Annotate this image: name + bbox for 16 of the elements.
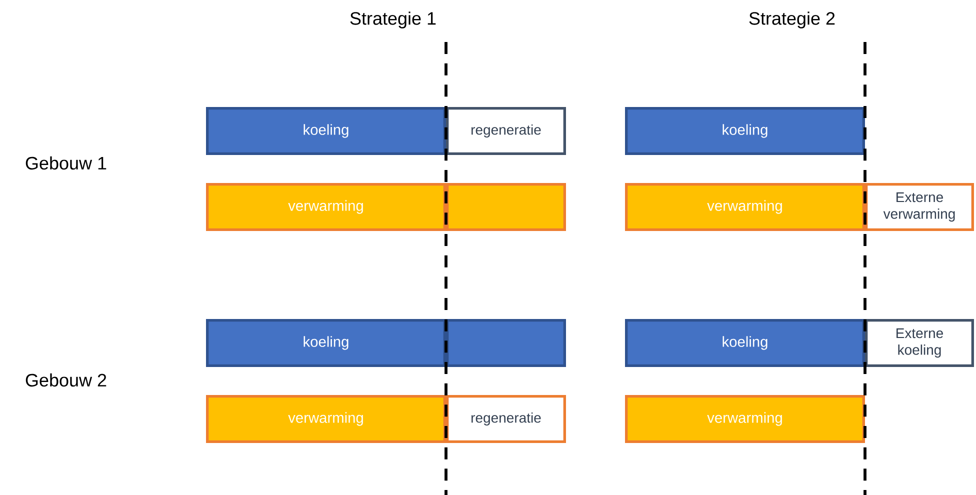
label-box: regeneratie bbox=[446, 107, 566, 155]
label-box: regeneratie bbox=[446, 395, 566, 443]
bar-segment bbox=[446, 319, 566, 367]
bar-segment: koeling bbox=[625, 319, 865, 367]
column-heading: Strategie 2 bbox=[749, 12, 835, 28]
bar-segment: verwarming bbox=[206, 395, 446, 443]
bar-segment: koeling bbox=[206, 107, 446, 155]
bar-segment: verwarming bbox=[625, 183, 865, 231]
column-heading: Strategie 1 bbox=[350, 12, 436, 28]
bar-segment: koeling bbox=[625, 107, 865, 155]
label-box: Externe koeling bbox=[865, 319, 974, 367]
row-heading: Gebouw 1 bbox=[26, 156, 106, 170]
bar-segment: verwarming bbox=[625, 395, 865, 443]
row-heading: Gebouw 2 bbox=[26, 373, 106, 387]
bar-segment bbox=[446, 183, 566, 231]
label-box: Externe verwarming bbox=[865, 183, 974, 231]
